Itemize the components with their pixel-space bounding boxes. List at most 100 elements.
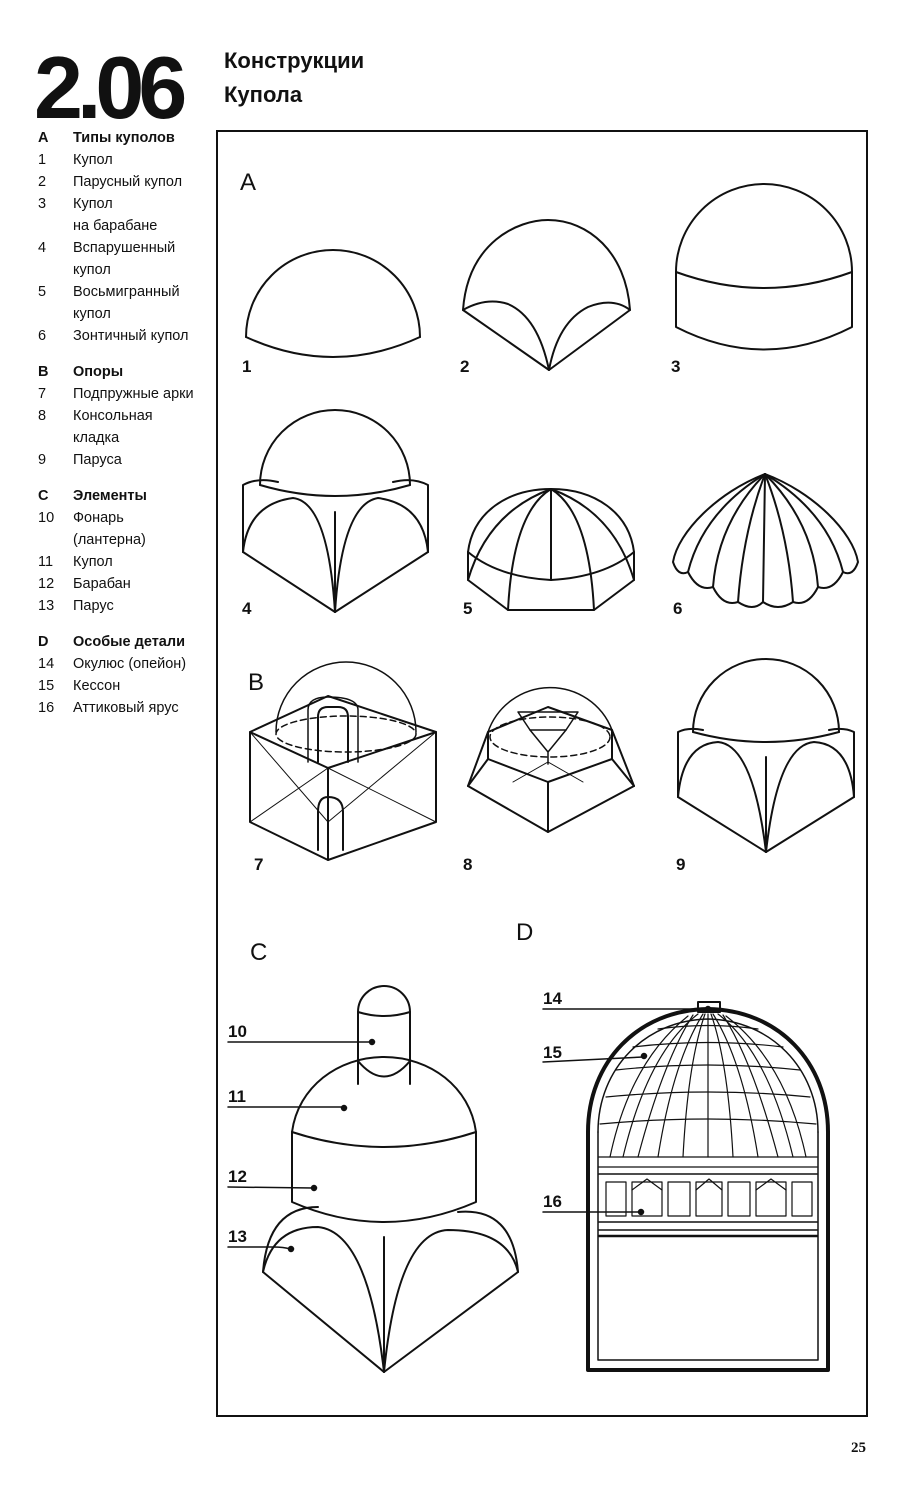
legend-heading: C Элементы (38, 485, 213, 507)
callout-11: 11 (228, 1087, 246, 1106)
dome-octagonal (467, 488, 635, 611)
callout-10: 10 (228, 1022, 247, 1041)
section-letter-a: A (240, 169, 256, 196)
legend-item: 5 Восьмигранный купол (38, 281, 213, 325)
title-line-2: Купола (224, 82, 303, 107)
legend-item-label: Вспарушенный купол (73, 240, 176, 278)
legend-item: 14 Окулюс (опейон) (38, 653, 213, 675)
legend-item-label: Аттиковый ярус (73, 700, 179, 716)
legend-item-number: 10 (38, 510, 55, 526)
fig-number-2: 2 (460, 357, 469, 376)
legend-section-a: A Типы куполов 1 Купол 2 Парусный купол 3 Купол… (38, 127, 213, 347)
callout-13: 13 (228, 1227, 247, 1246)
legend-item-number: 4 (38, 240, 47, 256)
page-number: 25 (851, 1440, 866, 1456)
dome-simple (245, 249, 421, 358)
page-title: Конструкции Купола (224, 44, 364, 112)
legend-item: 2 Парусный купол (38, 171, 213, 193)
legend-item: 10 Фонарь (лантерна) (38, 507, 213, 551)
legend-item-label: Консольная кладка (73, 408, 153, 446)
legend-section-c: C Элементы 10 Фонарь (лантерна) 11 Купол 12 Бар… (38, 485, 213, 617)
fig-number-9: 9 (676, 855, 685, 874)
callout-12: 12 (228, 1167, 247, 1186)
legend-item-number: 7 (38, 386, 47, 402)
illustration-panel: A B C D (216, 130, 868, 1417)
legend-item: 6 Зонтичный купол (38, 325, 213, 347)
legend-item-label: Восьмигранный купол (73, 284, 180, 322)
support-pendentives (677, 658, 855, 853)
legend-item-number: 11 (38, 554, 54, 570)
legend-item-label: Подпружные арки (73, 386, 194, 402)
legend-item: 15 Кессон (38, 675, 213, 697)
legend-item-number: 9 (38, 452, 47, 468)
legend-letter: C (38, 488, 49, 504)
callout-15: 15 (543, 1043, 562, 1062)
support-arches (249, 661, 437, 861)
dome-on-drum (675, 183, 853, 351)
legend-item: 13 Парус (38, 595, 213, 617)
legend-item-label: Кессон (73, 678, 121, 694)
support-corbelled (467, 686, 635, 833)
legend-heading-text: Типы куполов (73, 130, 175, 146)
legend-item-label: Парусный купол (73, 174, 183, 190)
dome-pendentive (462, 219, 631, 371)
legend-item: 8 Консольная кладка (38, 405, 213, 449)
fig-number-4: 4 (242, 599, 252, 618)
section-letter-b: B (248, 669, 264, 696)
callout-14: 14 (543, 989, 562, 1008)
section-letter-c: C (250, 939, 267, 966)
legend-item-label: Окулюс (опейон) (73, 656, 187, 672)
legend-item-number: 1 (38, 152, 47, 168)
fig-number-5: 5 (463, 599, 472, 618)
legend-item-label: Купол на барабане (73, 196, 158, 234)
legend-item: 12 Барабан (38, 573, 213, 595)
dome-composite-elements (262, 985, 519, 1373)
legend-item-label: Барабан (73, 576, 131, 592)
legend-item-number: 6 (38, 328, 47, 344)
dome-illustrations: A B C D (227, 169, 859, 1373)
fig-number-7: 7 (254, 855, 263, 874)
legend-item-number: 14 (38, 656, 55, 672)
legend-item-number: 2 (38, 174, 47, 190)
legend-item: 7 Подпружные арки (38, 383, 213, 405)
legend-item: 1 Купол (38, 149, 213, 171)
callouts-d (542, 1005, 712, 1216)
legend-item-number: 13 (38, 598, 55, 614)
title-line-1: Конструкции (224, 48, 365, 73)
dome-sail-vault (242, 409, 429, 613)
legend-heading: A Типы куполов (38, 127, 213, 149)
legend-item-label: Купол (73, 554, 113, 570)
legend-item: 11 Купол (38, 551, 213, 573)
callout-16: 16 (543, 1192, 562, 1211)
fig-number-6: 6 (673, 599, 682, 618)
legend-item: 9 Паруса (38, 449, 213, 471)
legend-item-label: Фонарь (лантерна) (73, 510, 146, 548)
legend-letter: A (38, 130, 49, 146)
legend-item-number: 5 (38, 284, 47, 300)
chapter-number: 2.06 (34, 38, 187, 137)
legend-item-number: 8 (38, 408, 47, 424)
section-letter-d: D (516, 919, 533, 946)
fig-number-1: 1 (242, 357, 251, 376)
callouts-c (227, 1038, 376, 1253)
dome-coffered-section (586, 1001, 830, 1372)
legend-item-label: Купол (73, 152, 113, 168)
legend-item-label: Зонтичный купол (73, 328, 189, 344)
legend-letter: D (38, 634, 49, 650)
fig-number-3: 3 (671, 357, 680, 376)
legend-item: 3 Купол на барабане (38, 193, 213, 237)
legend-item-label: Парус (73, 598, 114, 614)
legend-item-number: 15 (38, 678, 55, 694)
legend-item-label: Паруса (73, 452, 122, 468)
legend-heading-text: Элементы (73, 488, 147, 504)
legend-item-number: 3 (38, 196, 47, 212)
legend-item-number: 12 (38, 576, 55, 592)
fig-number-8: 8 (463, 855, 472, 874)
legend-letter: B (38, 364, 49, 380)
